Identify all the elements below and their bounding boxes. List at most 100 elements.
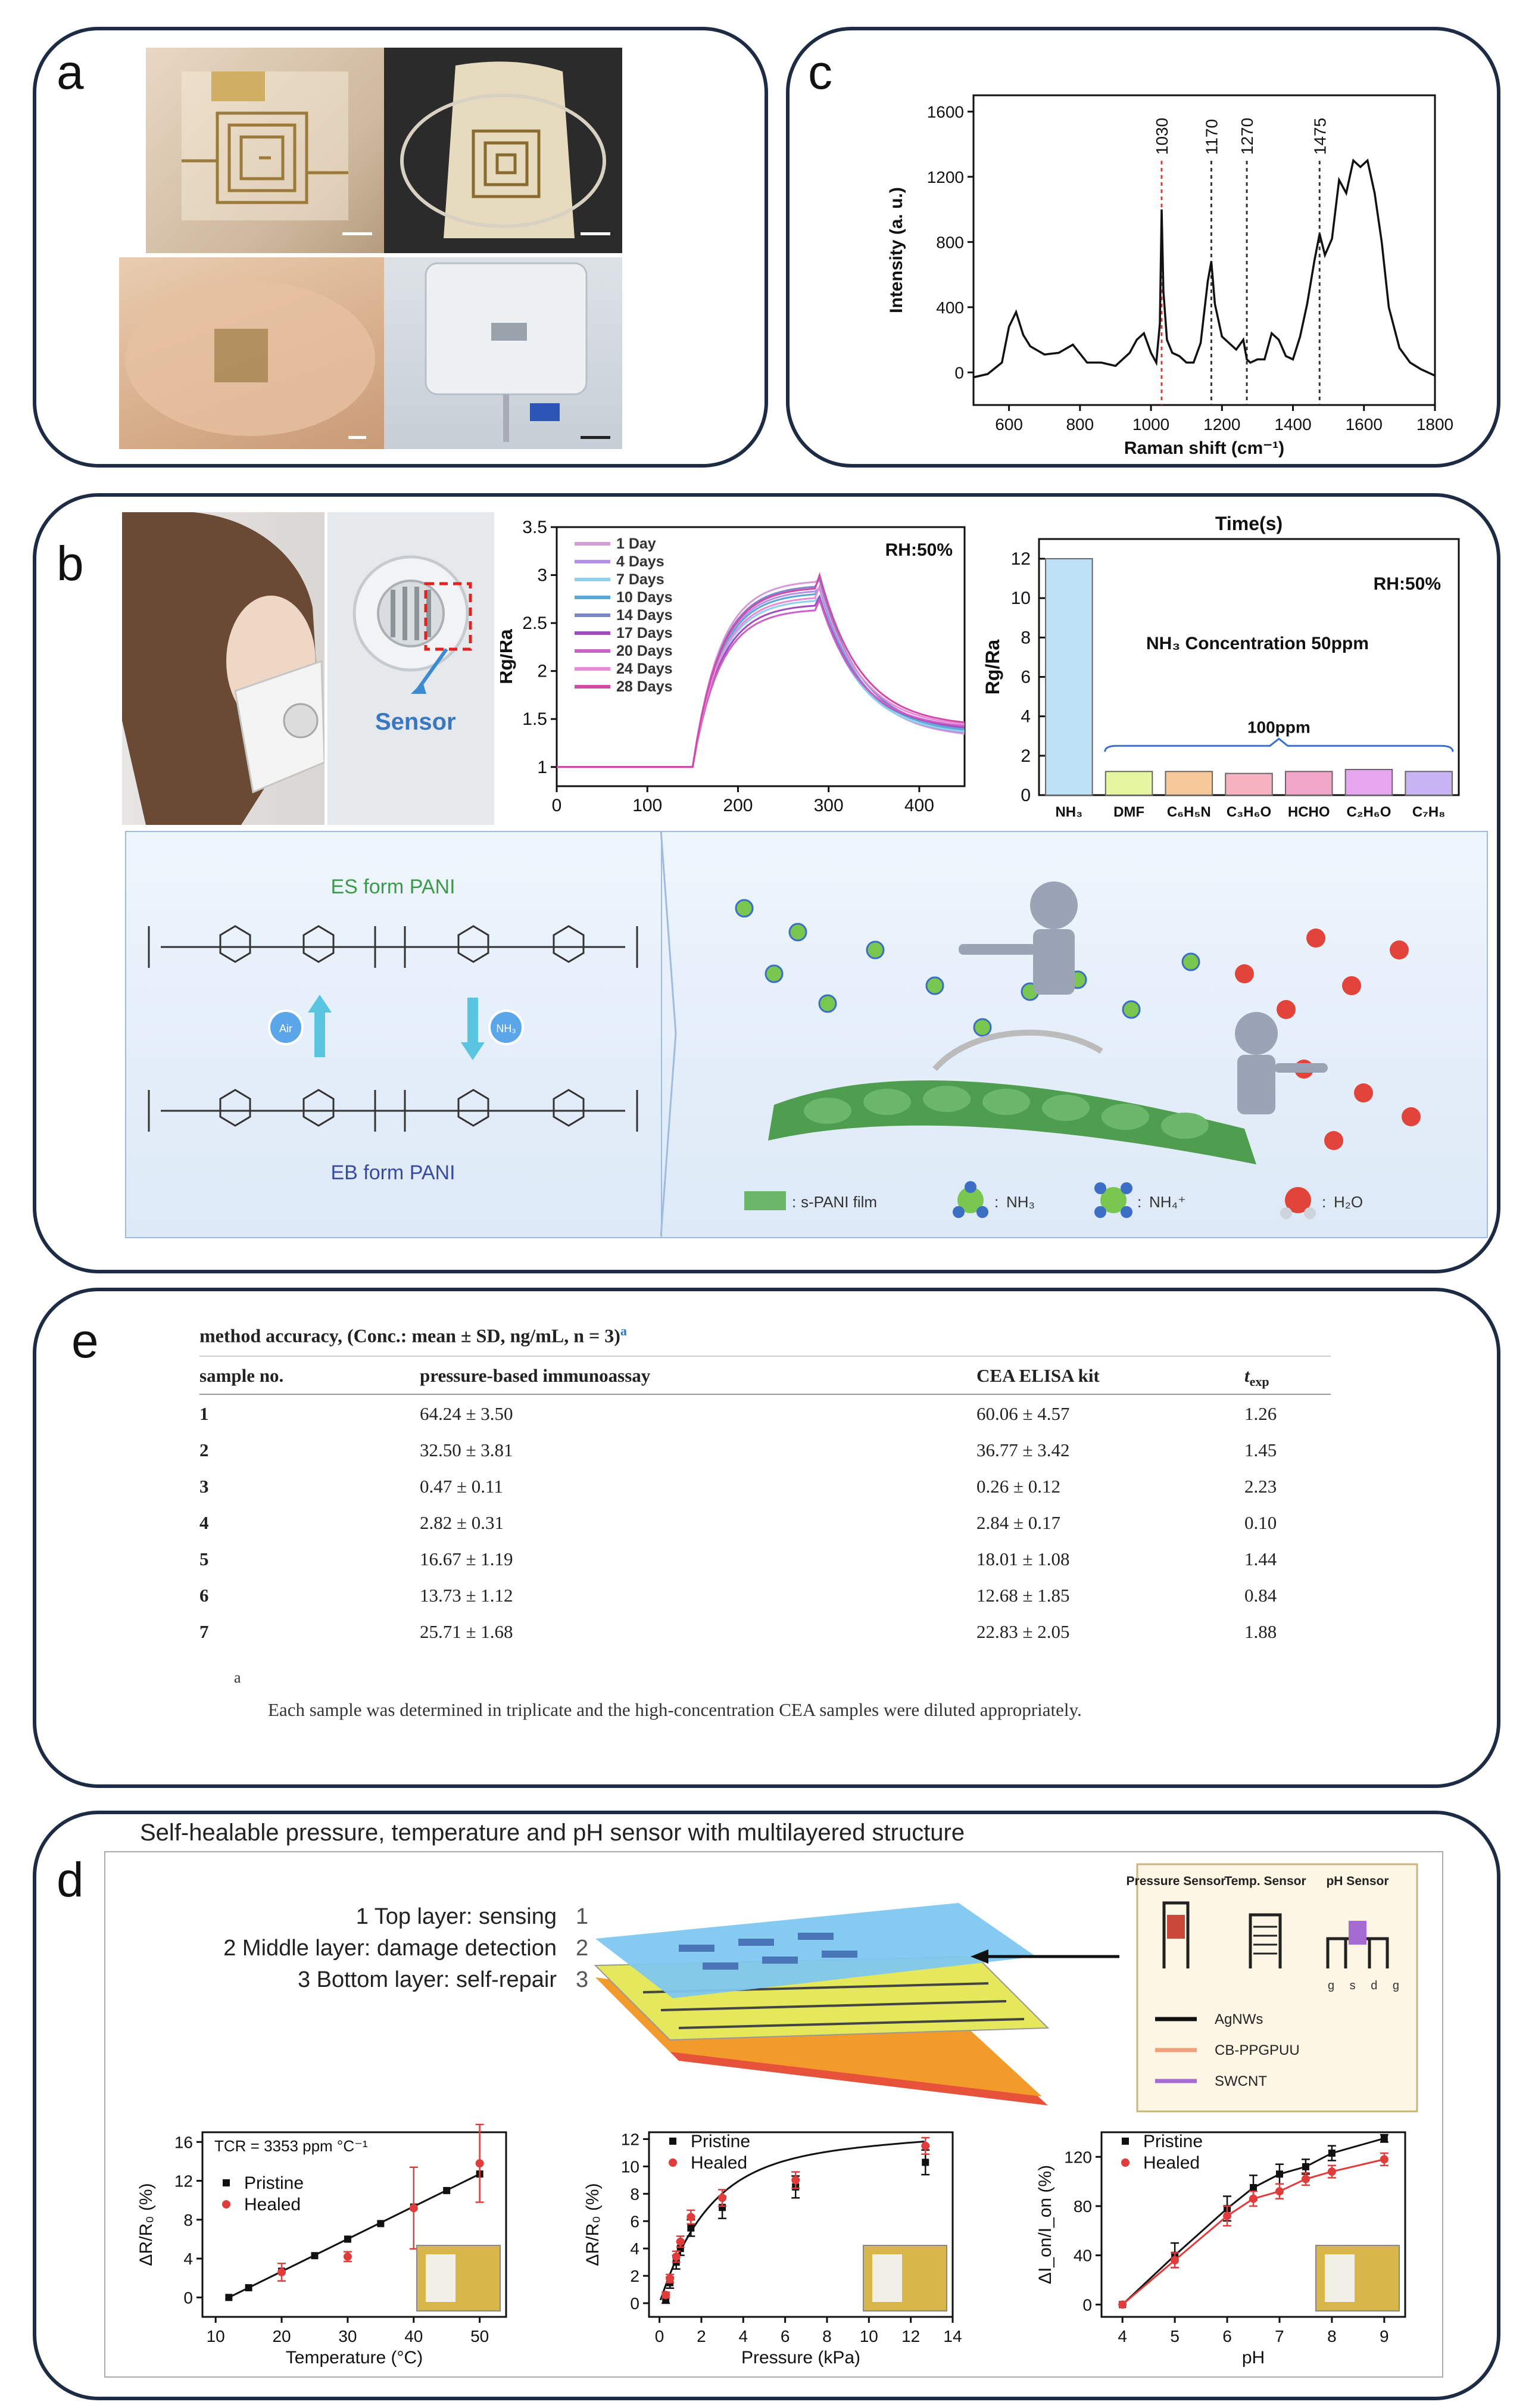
legend-h2o: H₂O bbox=[1334, 1193, 1363, 1211]
table-cell: 2.82 ± 0.31 bbox=[420, 1512, 504, 1533]
data-point bbox=[311, 2252, 319, 2260]
layer-num-2: 2 bbox=[576, 1936, 588, 1961]
data-point bbox=[225, 2294, 233, 2301]
y-tick-label: 0 bbox=[183, 2288, 193, 2307]
data-point bbox=[676, 2237, 685, 2246]
photo-woman-with-mask bbox=[122, 512, 325, 825]
x-tick-label: 6 bbox=[781, 2327, 790, 2345]
y-tick-label: 16 bbox=[174, 2133, 193, 2151]
legend-label: Pristine bbox=[244, 2173, 304, 2193]
sensor-head-ph: pH Sensor bbox=[1326, 1874, 1389, 1888]
y-tick-label: 10 bbox=[621, 2157, 639, 2176]
table-cell: 2.23 bbox=[1244, 1475, 1277, 1497]
x-tick-label: C₇H₈ bbox=[1412, 804, 1446, 820]
legend-sep-3: : bbox=[1137, 1193, 1141, 1211]
top-layer bbox=[595, 1903, 1036, 1998]
raman-series-line bbox=[973, 158, 1436, 379]
table-cell: 32.50 ± 3.81 bbox=[420, 1439, 513, 1460]
table-cell: 18.01 ± 1.08 bbox=[976, 1548, 1070, 1569]
x-tick-label: HCHO bbox=[1288, 804, 1330, 820]
table-cell: 22.83 ± 2.05 bbox=[976, 1621, 1070, 1642]
y-tick-label: 2 bbox=[537, 662, 547, 681]
legend-sep-2: : bbox=[994, 1193, 999, 1211]
x-tick-label: 1000 bbox=[1132, 415, 1169, 434]
y-tick-label: 800 bbox=[936, 233, 964, 251]
pani-structure-diagram: ES form PANI Air NH₃ EB form PANI bbox=[148, 876, 638, 1184]
arrow-up-icon bbox=[314, 1010, 325, 1057]
legend-marker bbox=[1122, 2138, 1129, 2145]
header-texp: texp bbox=[1244, 1365, 1269, 1390]
legend-label: 10 Days bbox=[616, 589, 673, 606]
sensor-legend-box bbox=[1136, 1863, 1418, 2113]
y-axis-label: ΔR/R₀ (%) bbox=[136, 2183, 156, 2266]
photo-mask-valve: Sensor bbox=[327, 512, 494, 825]
y-tick-label: 0 bbox=[630, 2294, 639, 2313]
x-tick-label: 1400 bbox=[1274, 415, 1311, 434]
y-axis-label: Rg/Ra bbox=[500, 629, 516, 684]
accuracy-table: method accuracy, (Conc.: mean ± SD, ng/m… bbox=[199, 1323, 1331, 1649]
x-tick-label: 1800 bbox=[1416, 415, 1453, 434]
data-point bbox=[1328, 2150, 1336, 2157]
data-point bbox=[1275, 2187, 1284, 2196]
table-cell: 1.26 bbox=[1244, 1403, 1277, 1424]
legend-marker bbox=[669, 2158, 677, 2167]
x-tick-label: 9 bbox=[1380, 2327, 1389, 2345]
y-tick-label: 8 bbox=[1021, 628, 1031, 647]
table-header: sample no. pressure-based immunoassay CE… bbox=[199, 1355, 1331, 1395]
nh3-molecules bbox=[735, 899, 1200, 1037]
chart-title: Time(s) bbox=[1215, 513, 1283, 534]
table-cell: 1.88 bbox=[1244, 1621, 1277, 1642]
series-line bbox=[1122, 2158, 1385, 2306]
table-cell: 13.73 ± 1.12 bbox=[420, 1584, 513, 1606]
data-point bbox=[687, 2224, 695, 2232]
x-tick-label: 300 bbox=[814, 796, 844, 815]
layer-label-bottom: 3 Bottom layer: self-repair bbox=[298, 1967, 557, 1992]
x-tick-label: 8 bbox=[1327, 2327, 1337, 2345]
x-tick-label: 30 bbox=[338, 2327, 357, 2345]
y-tick-label: 6 bbox=[1021, 668, 1031, 687]
table-cell: 2.84 ± 0.17 bbox=[976, 1512, 1061, 1533]
table-cell: 0.10 bbox=[1244, 1512, 1277, 1533]
y-tick-label: 12 bbox=[174, 2172, 193, 2191]
x-axis-label: Raman shift (cm⁻¹) bbox=[1124, 438, 1284, 458]
table-footnote: Each sample was determined in triplicate… bbox=[268, 1699, 1082, 1720]
x-tick-label: 4 bbox=[1118, 2327, 1127, 2345]
data-point bbox=[1380, 2155, 1389, 2164]
data-point bbox=[718, 2194, 727, 2203]
gsdg-label: g s d g bbox=[1328, 1979, 1405, 1992]
table-cell: 1.44 bbox=[1244, 1548, 1277, 1569]
table-cell: 0.26 ± 0.12 bbox=[976, 1475, 1061, 1497]
legend-label: 17 Days bbox=[616, 625, 673, 641]
data-point bbox=[245, 2284, 252, 2292]
header-sample-no: sample no. bbox=[199, 1365, 284, 1386]
legend-marker bbox=[1121, 2158, 1130, 2167]
x-tick-label: 10 bbox=[207, 2327, 225, 2345]
data-point bbox=[1327, 2167, 1336, 2176]
data-point bbox=[443, 2186, 451, 2194]
panel-e-label: e bbox=[71, 1314, 99, 1368]
peak-label: 1270 bbox=[1238, 118, 1256, 155]
x-tick-label: 200 bbox=[723, 796, 753, 815]
inset-photo-detail bbox=[426, 2254, 455, 2302]
plot-frame bbox=[972, 94, 1436, 406]
panel-d-title: Self-healable pressure, temperature and … bbox=[140, 1820, 965, 1846]
y-tick-label: 12 bbox=[1011, 549, 1031, 569]
legend-label: Healed bbox=[691, 2153, 747, 2173]
data-point bbox=[1118, 2300, 1127, 2309]
rh-annotation: RH:50% bbox=[885, 540, 953, 560]
table-cell: 25.71 ± 1.68 bbox=[420, 1621, 513, 1642]
material-label: CB-PPGPUU bbox=[1215, 2042, 1300, 2058]
stability-series-line bbox=[557, 572, 965, 768]
y-tick-label: 6 bbox=[630, 2212, 639, 2231]
y-tick-label: 2.5 bbox=[522, 613, 547, 633]
table-cell: 6 bbox=[199, 1584, 209, 1606]
data-point bbox=[791, 2176, 800, 2185]
x-tick-label: 0 bbox=[552, 796, 562, 815]
header-cea-elisa: CEA ELISA kit bbox=[976, 1365, 1100, 1386]
